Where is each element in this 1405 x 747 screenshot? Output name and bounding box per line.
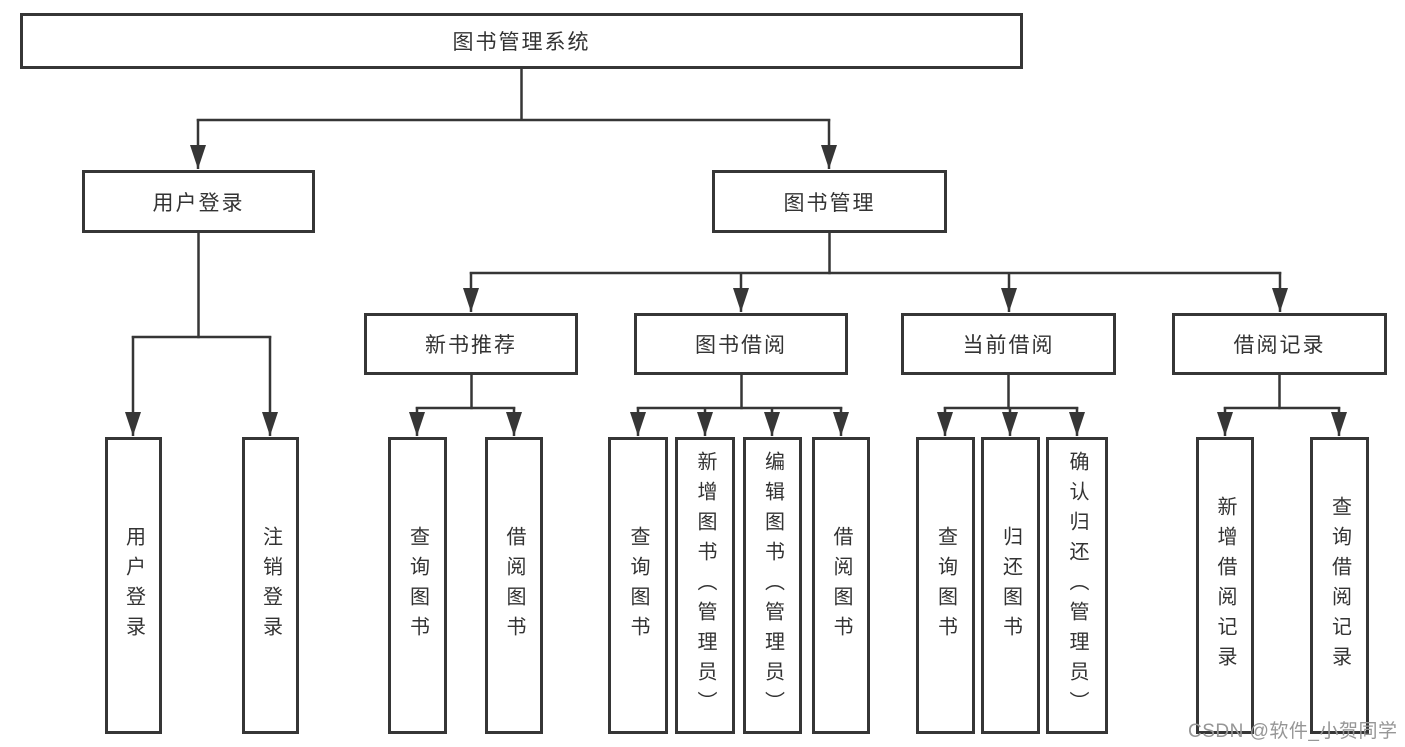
leaf-query-books-recommend: 查询图书 bbox=[388, 437, 447, 734]
node-library-system: 图书管理系统 bbox=[20, 13, 1023, 69]
leaf-return-books: 归还图书 bbox=[981, 437, 1040, 734]
leaf-borrow-books-borrowing: 借阅图书 bbox=[812, 437, 870, 734]
node-label: 图书管理系统 bbox=[452, 31, 591, 54]
node-label: 用户登录 bbox=[152, 191, 245, 215]
leaf-user-login: 用户登录 bbox=[105, 437, 162, 734]
node-label: 当前借阅 bbox=[962, 334, 1055, 357]
node-label: 借阅记录 bbox=[1233, 334, 1326, 357]
leaf-query-borrow-record: 查询借阅记录 bbox=[1310, 437, 1369, 734]
leaf-confirm-return-admin: 确认归还（管理员） bbox=[1046, 437, 1108, 734]
node-current-borrowing: 当前借阅 bbox=[901, 313, 1116, 375]
node-book-management: 图书管理 bbox=[712, 170, 947, 233]
leaf-query-books-current: 查询图书 bbox=[916, 437, 975, 734]
node-label: 新书推荐 bbox=[425, 334, 517, 357]
node-borrowing-records: 借阅记录 bbox=[1172, 313, 1387, 375]
csdn-watermark: CSDN @软件_小贺同学 bbox=[1188, 721, 1398, 742]
leaf-add-borrow-record: 新增借阅记录 bbox=[1196, 437, 1254, 734]
node-new-book-recommend: 新书推荐 bbox=[364, 313, 578, 375]
leaf-logout: 注销登录 bbox=[242, 437, 299, 734]
leaf-edit-book-admin: 编辑图书（管理员） bbox=[743, 437, 802, 734]
leaf-query-books-borrowing: 查询图书 bbox=[608, 437, 668, 734]
node-label: 图书管理 bbox=[783, 191, 876, 215]
leaf-borrow-books-recommend: 借阅图书 bbox=[485, 437, 543, 734]
node-user-login: 用户登录 bbox=[82, 170, 315, 233]
node-label: 图书借阅 bbox=[695, 334, 787, 357]
node-book-borrowing: 图书借阅 bbox=[634, 313, 848, 375]
leaf-add-book-admin: 新增图书（管理员） bbox=[675, 437, 735, 734]
